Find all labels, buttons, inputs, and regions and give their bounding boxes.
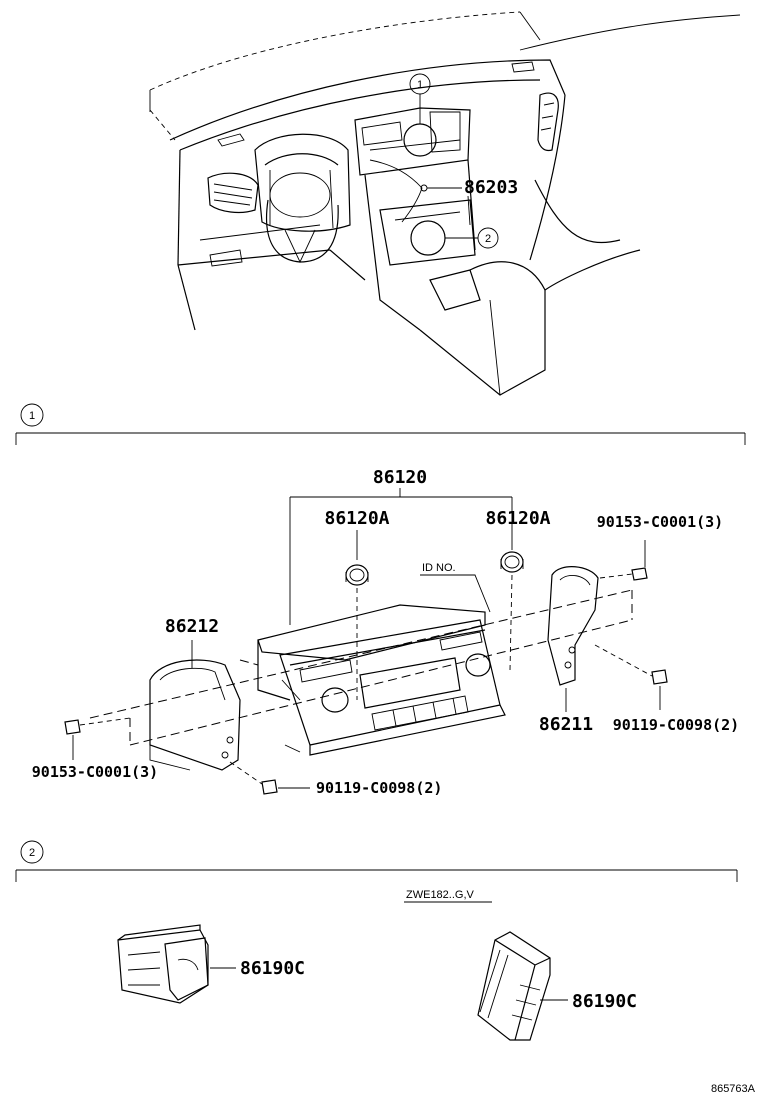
switch-left-icon (117, 924, 236, 1004)
assembly-part-number[interactable]: 86120 (373, 467, 427, 488)
screw-left-part-number[interactable]: 90153-C0001(3) (32, 763, 158, 781)
left-bracket-part-number[interactable]: 86212 (165, 616, 219, 637)
screw-top-right-icon (599, 540, 648, 581)
knob-right-part-number[interactable]: 86120A (485, 508, 550, 529)
section-2-frame (15, 840, 738, 882)
screw-right-icon (594, 644, 668, 710)
screw-right-part-number[interactable]: 90119-C0098(2) (613, 716, 739, 734)
section-1-frame (15, 403, 746, 445)
knob-right-icon (500, 551, 524, 671)
mounting-axis-lines (89, 589, 633, 746)
screw-left-icon (64, 717, 131, 760)
climate-control-panel (257, 604, 506, 756)
screw-bottom-icon (229, 761, 310, 795)
knob-left-part-number[interactable]: 86120A (324, 508, 389, 529)
section-2-number: 2 (29, 847, 35, 859)
switch-left-part-number[interactable]: 86190C (240, 958, 305, 979)
id-number-label: ID NO. (422, 562, 456, 574)
knob-left-icon (345, 564, 369, 700)
left-bracket-86212 (149, 640, 241, 771)
callout-2-label: 2 (485, 233, 491, 245)
assembly-leader (289, 488, 513, 625)
section-1-number: 1 (29, 410, 35, 422)
screw-top-right-part-number[interactable]: 90153-C0001(3) (597, 513, 723, 531)
screw-bottom-part-number[interactable]: 90119-C0098(2) (316, 779, 442, 797)
wire-part-number[interactable]: 86203 (464, 177, 518, 198)
callout-1-label: 1 (417, 79, 423, 91)
switch-right-icon (477, 931, 568, 1041)
variant-note: ZWE182..G,V (406, 889, 475, 901)
right-bracket-86211 (547, 566, 599, 712)
illustration-code: 865763A (711, 1083, 756, 1095)
switch-right-part-number[interactable]: 86190C (572, 991, 637, 1012)
dashboard-overview-illustration (149, 11, 741, 396)
right-bracket-part-number[interactable]: 86211 (539, 714, 593, 735)
